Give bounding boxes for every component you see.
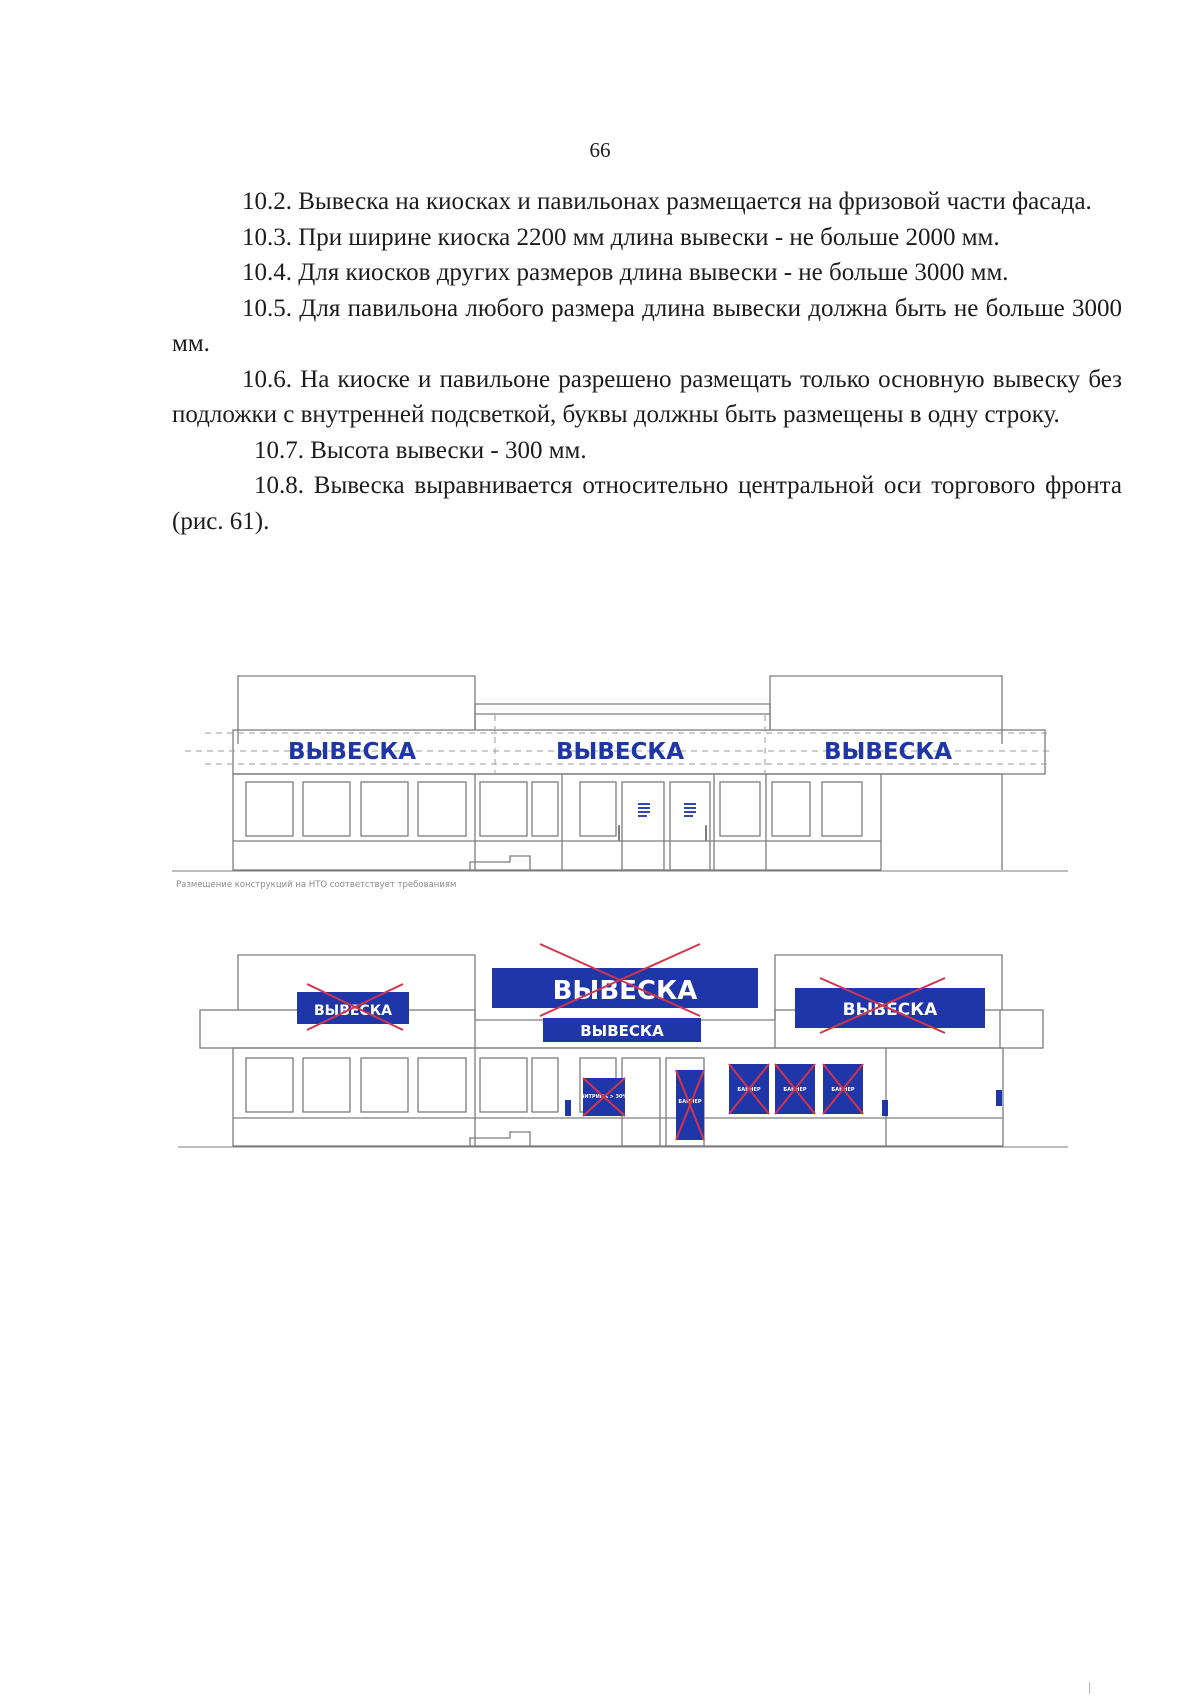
paragraph-10-3: 10.3. При ширине киоска 2200 мм длина вы… bbox=[242, 223, 1000, 251]
paragraph-10-5: 10.5. Для павильона любого размера длина… bbox=[172, 294, 1122, 358]
figure-caption: Размещение конструкций на НТО соответств… bbox=[176, 880, 456, 890]
scan-artifact-bottom bbox=[1089, 1682, 1090, 1694]
sign-center-correct: ВЫВЕСКА bbox=[556, 739, 684, 765]
prohibited-cross-marks bbox=[306, 943, 946, 1141]
sign-center-large-wrong bbox=[492, 968, 758, 1008]
sign-center-small bbox=[543, 1018, 701, 1042]
body-text: 10.2. Вывеска на киосках и павильонах ра… bbox=[172, 184, 1122, 539]
sign-right-correct: ВЫВЕСКА bbox=[824, 739, 952, 765]
sign-left-correct: ВЫВЕСКА bbox=[288, 739, 416, 765]
page-number: 66 bbox=[589, 138, 611, 162]
paragraph-10-6: 10.6. На киоске и павильоне разрешено ра… bbox=[172, 365, 1122, 429]
sign-center-small-label: ВЫВЕСКА bbox=[580, 1022, 664, 1040]
paragraph-10-8: 10.8. Вывеска выравнивается относительно… bbox=[172, 472, 1122, 535]
paragraph-10-4: 10.4. Для киосков других размеров длина … bbox=[242, 259, 1009, 286]
paragraph-10-2: 10.2. Вывеска на киосках и павильонах ра… bbox=[242, 188, 1092, 215]
paragraph-10-7: 10.7. Высота вывески - 300 мм. bbox=[254, 436, 587, 464]
sign-center-large-label: ВЫВЕСКА bbox=[553, 976, 698, 1006]
